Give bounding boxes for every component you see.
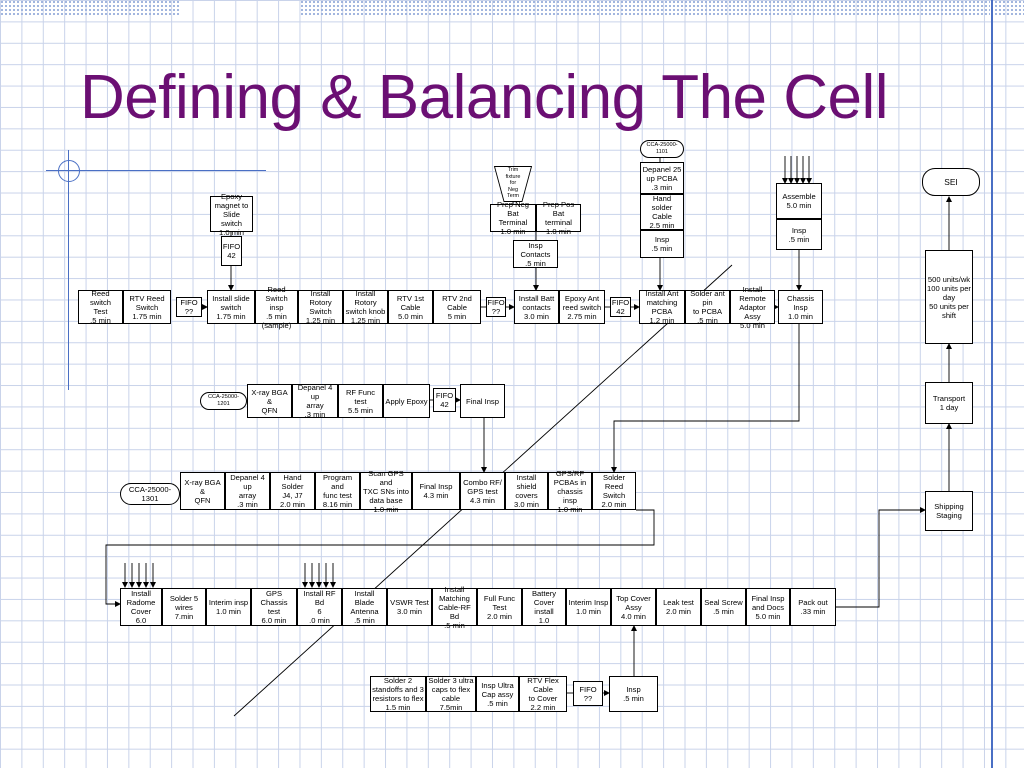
title-rule-vertical xyxy=(68,150,69,390)
install-blade-antenna-step: Install Blade Antenna .5 min xyxy=(342,588,387,626)
seal-screw-step: Seal Screw .5 min xyxy=(701,588,746,626)
install-batt-contacts-step: Install Batt contacts 3.0 min xyxy=(514,290,559,324)
solder-ant-pin-step: Solder ant pin to PCBA .5 min xyxy=(685,289,730,325)
install-radome-cover-step: Install Radome Cover 6.0 xyxy=(120,588,162,626)
install-rotory-switch-step: Install Rotory Switch 1.25 min xyxy=(298,289,343,325)
depanel-4-up-step: Depanel 4 up array .3 min xyxy=(292,383,338,419)
apply-epoxy-step: Apply Epoxy xyxy=(383,384,430,418)
gps-chassis-test-step: GPS Chassis test 6.0 min xyxy=(251,588,297,626)
assemble-step: Assemble 5.0 min xyxy=(776,183,822,219)
trim-fixture-label: Trim fixture for Neg Term xyxy=(505,167,521,200)
title-rule-circle xyxy=(58,160,80,182)
full-func-test-step: Full Func Test 2.0 min xyxy=(477,588,522,626)
rtv-flex-cable-step: RTV Flex Cable to Cover 2.2 min xyxy=(519,676,567,712)
header-dot-band-far-right xyxy=(994,0,1024,16)
hand-solder-j4-j7-step: Hand Solder J4, J7 2.0 min xyxy=(270,472,315,510)
interim-insp-step: Interim insp 1.0 min xyxy=(206,588,251,626)
xray-bga-qfn-step: X-ray BGA & QFN xyxy=(247,384,292,418)
final-insp-step: Final Insp 4.3 min xyxy=(412,472,460,510)
solder-reed-switch-step: Solder Reed Switch 2.0 min xyxy=(592,472,636,510)
install-rotory-knob-step: Install Rotory switch knob 1.25 min xyxy=(343,289,388,325)
final-insp-step: Final Insp xyxy=(460,384,505,418)
cca-25000-1101-badge: CCA-25000-1101 xyxy=(640,140,684,158)
final-insp-docs-step: Final Insp and Docs 5.0 min xyxy=(746,588,790,626)
fifo-box: FIFO 42 xyxy=(610,297,631,317)
shipping-staging-step: Shipping Staging xyxy=(925,491,973,531)
connector xyxy=(105,509,655,607)
fifo-box: FIFO ?? xyxy=(176,297,202,317)
vertical-accent-rule xyxy=(991,0,993,768)
top-cover-assy-step: Top Cover Assy 4.0 min xyxy=(611,588,656,626)
connector xyxy=(611,324,800,473)
combo-rf-gps-test-step: Combo RF/ GPS test 4.3 min xyxy=(460,472,505,510)
insp-ultra-cap-assy-step: Insp Ultra Cap assy .5 min xyxy=(476,676,519,712)
insp-step: Insp .5 min xyxy=(640,230,684,258)
rtv-1st-cable-step: RTV 1st Cable 5.0 min xyxy=(388,290,433,324)
interim-insp-step: Interim Insp 1.0 min xyxy=(566,588,611,626)
depanel-25-up-step: Depanel 25 up PCBA .3 min xyxy=(640,162,684,194)
depanel-4-up-step: Depanel 4 up array .3 min xyxy=(225,472,270,510)
header-dot-band xyxy=(0,0,180,16)
leak-test-step: Leak test 2.0 min xyxy=(656,588,701,626)
title-rule xyxy=(46,170,266,171)
reed-switch-test-step: Reed switch Test .5 min xyxy=(78,289,123,325)
production-rate-note: 500 units/wk 100 units per day 50 units … xyxy=(925,250,973,344)
cca-25000-1201-badge: CCA-25000-1201 xyxy=(200,392,247,410)
install-slide-switch-step: Install slide switch 1.75 min xyxy=(207,290,255,324)
trim-fixture-shape xyxy=(493,166,533,202)
program-func-test-step: Program and func test 8.16 min xyxy=(315,472,360,510)
epoxy-magnet-step: Epoxy magnet to Slide switch 1.0 min xyxy=(210,192,253,237)
epoxy-ant-reed-switch-step: Epoxy Ant reed switch 2.75 min xyxy=(559,290,605,324)
vswr-test-step: VSWR Test 3.0 min xyxy=(387,588,432,626)
pack-out-step: Pack out .33 min xyxy=(790,588,836,626)
insp-step: Insp .5 min xyxy=(609,676,658,712)
insp-contacts-step: Insp Contacts .5 min xyxy=(513,240,558,268)
install-ant-matching-pcba-step: Install Ant matching PCBA 1.2 min xyxy=(639,289,685,325)
install-remote-adaptor-step: Install Remote Adaptor Assy 5.0 min xyxy=(730,285,775,330)
xray-bga-qfn-step: X-ray BGA & QFN xyxy=(180,472,225,510)
fifo-box: FIFO 42 xyxy=(433,388,456,412)
fifo-box: FIFO ?? xyxy=(486,297,506,317)
connector xyxy=(836,507,926,608)
scan-gps-txc-step: Scan GPS and TXC SNs into data base 1.0 … xyxy=(360,469,412,514)
solder-3-ultra-caps-step: Solder 3 ultra caps to flex cable 7.5min xyxy=(426,676,476,712)
battery-cover-install-step: Battery Cover install 1.0 xyxy=(522,588,566,626)
sei-terminal: SEI xyxy=(922,168,980,196)
chassis-insp-step: Chassis Insp 1.0 min xyxy=(778,290,823,324)
install-shield-covers-step: Install shield covers 3.0 min xyxy=(505,472,548,510)
install-rf-bd-step: Install RF Bd 6 .0 min xyxy=(297,588,342,626)
reed-switch-insp-step: Reed Switch insp .5 min (sample) xyxy=(255,285,298,330)
cca-25000-1301-badge: CCA-25000-1301 xyxy=(120,483,180,505)
install-matching-cable-step: Install Matching Cable-RF Bd .5 min xyxy=(432,585,477,630)
rf-func-test-step: RF Func test 5.5 min xyxy=(338,384,383,418)
solder-5-wires-step: Solder 5 wires 7.min xyxy=(162,588,206,626)
gps-rf-pcbas-insp-step: GPS/RF PCBAs in chassis insp 1.0 min xyxy=(548,469,592,514)
rtv-reed-switch-step: RTV Reed Switch 1.75 min xyxy=(123,290,171,324)
prep-pos-bat-step: Prep Pos Bat terminal 1.0 min xyxy=(536,200,581,236)
header-dot-band-top-right xyxy=(300,0,990,16)
fifo-box: FIFO ?? xyxy=(573,681,603,706)
prep-neg-bat-step: Prep Neg Bat Terminal 1.0 min xyxy=(490,200,536,236)
solder-2-standoffs-step: Solder 2 standoffs and 3 resistors to fl… xyxy=(370,676,426,712)
hand-solder-cable-step: Hand solder Cable 2.5 min xyxy=(640,194,684,230)
page-title: Defining & Balancing The Cell xyxy=(80,63,889,132)
insp-step: Insp .5 min xyxy=(776,219,822,250)
rtv-2nd-cable-step: RTV 2nd Cable 5 min xyxy=(433,290,481,324)
fifo-box: FIFO 42 xyxy=(221,236,242,266)
transport-step: Transport 1 day xyxy=(925,382,973,424)
